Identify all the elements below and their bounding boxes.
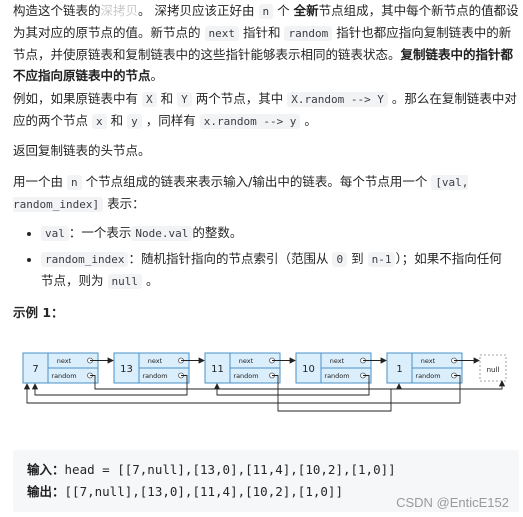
output-line: 输出：[[7,null],[13,0],[11,4],[10,2],[1,0]]	[27, 481, 343, 500]
linked-list-diagram: 7 next random 13 next random 11 next random 10 nex…	[22, 352, 507, 412]
node-value: 7	[32, 364, 38, 375]
inline-code: val	[41, 226, 69, 241]
field-random-label: random	[324, 372, 349, 380]
input-label: 输入：	[27, 462, 65, 477]
random-arrow	[213, 375, 370, 396]
field-next-label: next	[148, 357, 163, 365]
bold-text: 全新	[293, 3, 319, 18]
inline-code: n	[67, 175, 82, 190]
inline-code: n	[258, 4, 274, 19]
text: 用一个由	[13, 174, 64, 189]
inline-code: next	[204, 26, 239, 41]
field-next-label: next	[239, 357, 254, 365]
node-value: 13	[120, 364, 133, 375]
text: 构造这个链表的	[13, 3, 101, 18]
field-next-label: next	[57, 357, 72, 365]
input-value: head = [[7,null],[13,0],[11,4],[10,2],[1…	[64, 462, 396, 477]
inline-code: X	[142, 92, 157, 107]
paragraph-representation: 用一个由 n 个节点组成的链表来表示输入/输出中的链表。每个节点用一个 [val…	[13, 171, 521, 215]
null-box	[479, 354, 507, 382]
text: 个	[277, 3, 290, 18]
inline-code: Node.val	[131, 226, 193, 241]
input-line: 输入：head = [[7,null],[13,0],[11,4],[10,2]…	[27, 459, 396, 478]
text: 。	[150, 68, 164, 83]
inline-code: n-1	[367, 252, 396, 267]
inline-code: y	[127, 114, 142, 129]
bold-text: 复制链表中的指针都不应指向原链表中的节点	[13, 47, 514, 83]
inline-code: x.random --> y	[199, 114, 301, 129]
text: 。 深拷贝应该正好由	[138, 3, 255, 18]
paragraph-example-explain: 例如，如果原链表中有 X 和 Y 两个节点，其中 X.random --> Y …	[13, 88, 521, 132]
null-label: null	[487, 366, 500, 374]
field-random-label: random	[233, 372, 258, 380]
inline-code: x	[92, 114, 107, 129]
text: 到	[351, 251, 364, 266]
text: 。那么在复制链表中对应的两个节点	[13, 91, 517, 128]
text: 和	[160, 91, 174, 106]
text: 例如，如果原链表中有	[13, 91, 139, 106]
text: 表示：	[107, 196, 145, 211]
text: ：一个表示	[68, 225, 132, 240]
text: 和	[110, 113, 124, 128]
inline-code: X.random --> Y	[287, 92, 388, 107]
text: 指针和	[242, 25, 281, 40]
output-label: 输出：	[27, 484, 65, 499]
node-value: 10	[302, 364, 315, 375]
node-value: 1	[396, 364, 402, 375]
text: 。	[145, 273, 159, 288]
node-value: 11	[211, 364, 224, 375]
output-value: [[7,null],[13,0],[11,4],[10,2],[1,0]]	[64, 484, 343, 499]
text: 。	[304, 113, 317, 128]
random-arrow	[90, 375, 506, 390]
inline-code: Y	[177, 92, 192, 107]
text: ：随机指针指向的节点索引（范围从	[128, 251, 329, 266]
text: ，同样有	[145, 113, 196, 128]
inline-code: random	[284, 26, 333, 41]
field-random-label: random	[51, 372, 76, 380]
inline-code: random_index	[41, 252, 129, 267]
list-item-random-index: random_index：随机指针指向的节点索引（范围从 0 到 n-1）；如果…	[41, 248, 511, 292]
example-io-block: 输入：head = [[7,null],[13,0],[11,4],[10,2]…	[13, 450, 519, 512]
paragraph-deep-copy: 构造这个链表的深拷贝。 深拷贝应该正好由 n 个 全新节点组成，其中每个新节点的…	[13, 0, 521, 86]
inline-code: null	[107, 274, 142, 289]
text: ）；如果不指向任何节点，则为	[41, 251, 502, 288]
text: 两个节点，其中	[195, 91, 284, 106]
random-arrow	[23, 375, 461, 404]
random-arrow	[31, 375, 188, 396]
example-title: 示例 1：	[13, 305, 64, 320]
text: 指针也都应指向复制链表中的新节点，并使原链表和复制链表中的这些指针能够表示相同的…	[13, 25, 512, 62]
field-next-label: next	[421, 357, 436, 365]
text: 的整数。	[192, 225, 243, 240]
paragraph-return: 返回复制链表的头节点。	[13, 143, 151, 158]
text: 节点组成，其中每个新节点的值都设为其对应的原节点的值。新节点的	[13, 3, 519, 40]
deep-copy-link[interactable]: 深拷贝	[100, 3, 139, 18]
inline-code: 0	[332, 252, 348, 267]
field-random-label: random	[415, 372, 440, 380]
field-next-label: next	[330, 357, 345, 365]
field-random-label: random	[142, 372, 167, 380]
watermark: CSDN @EnticE152	[396, 495, 509, 510]
text: 个节点组成的链表来表示输入/输出中的链表。每个节点用一个	[85, 174, 428, 189]
